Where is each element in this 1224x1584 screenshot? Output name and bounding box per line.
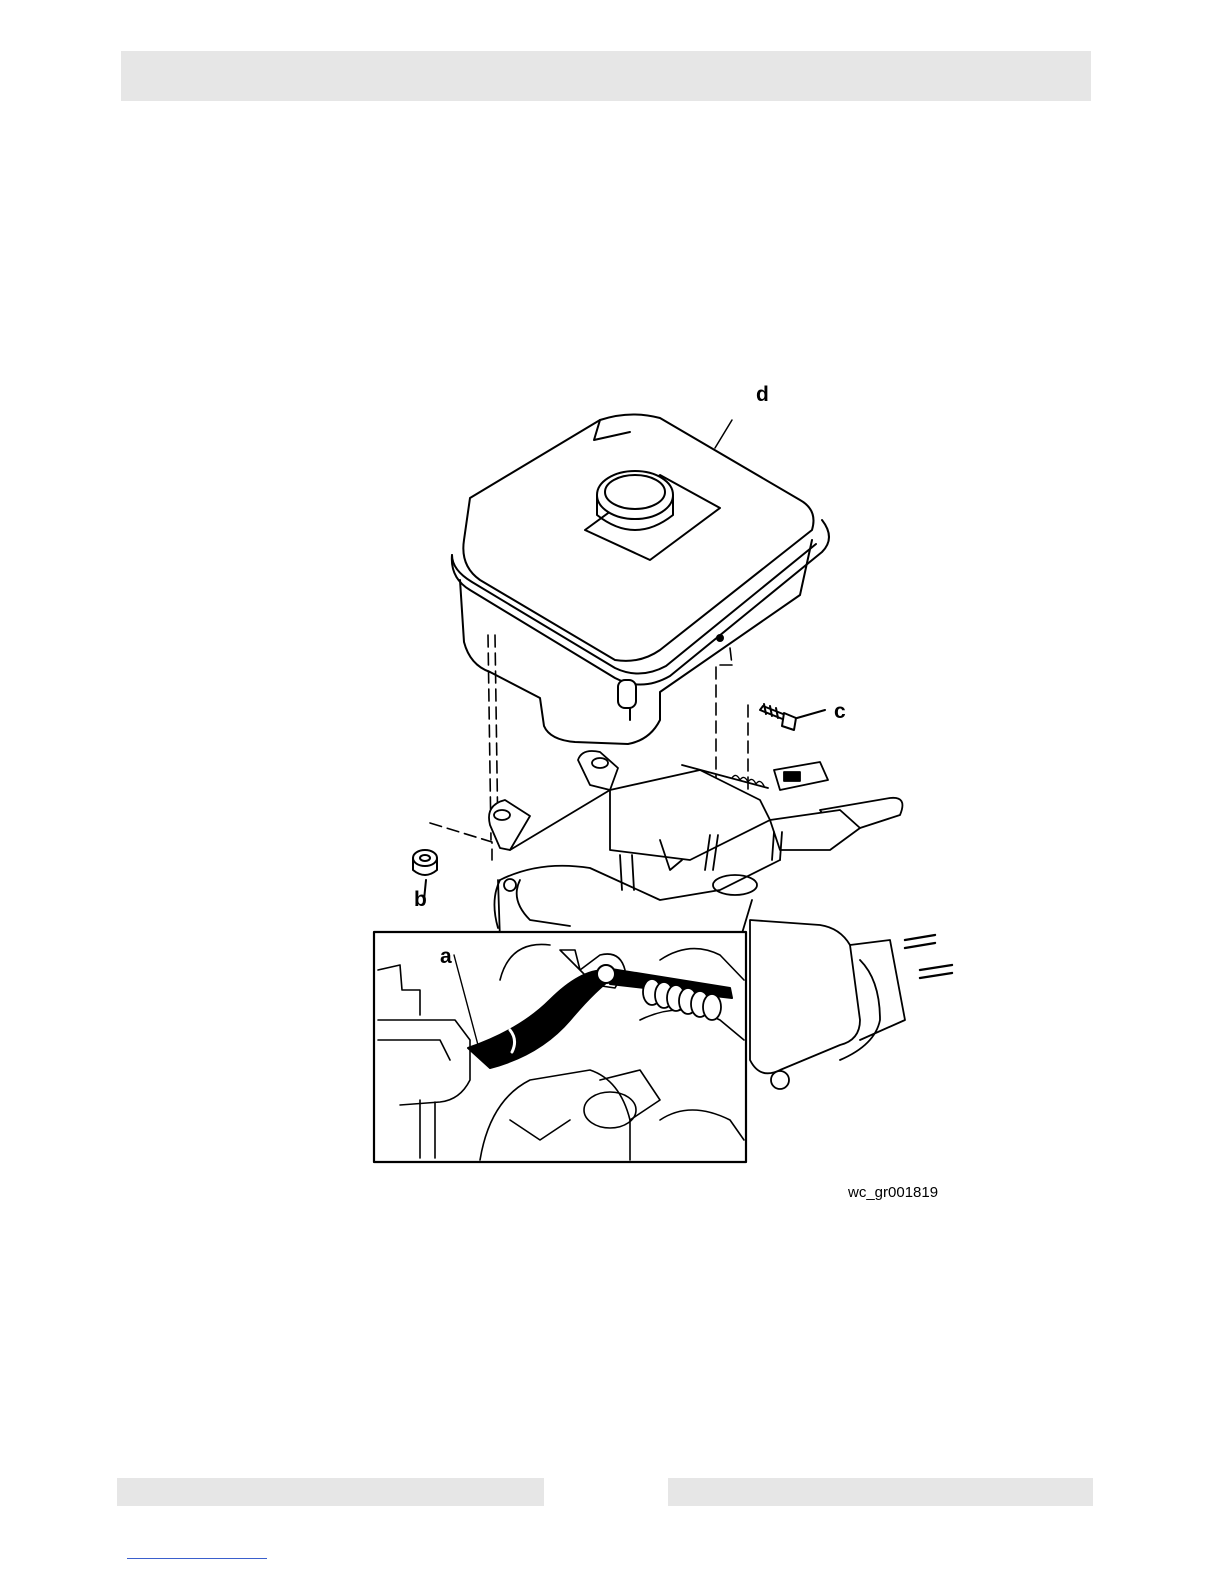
footer-right-bar [668,1478,1093,1506]
leader-d [715,420,732,448]
header-bar [121,51,1091,101]
inset-detail [374,932,746,1162]
callout-b: b [414,888,427,912]
callout-c: c [834,700,846,724]
callout-d: d [756,383,769,407]
callout-a: a [440,945,452,969]
bolt-c [760,704,825,730]
fuel-tank [452,414,829,744]
footer-left-bar [117,1478,544,1506]
footer-link-rule [127,1558,267,1559]
figure-id: wc_gr001819 [848,1184,938,1201]
fuel-tank-exploded-illustration [360,380,980,1180]
